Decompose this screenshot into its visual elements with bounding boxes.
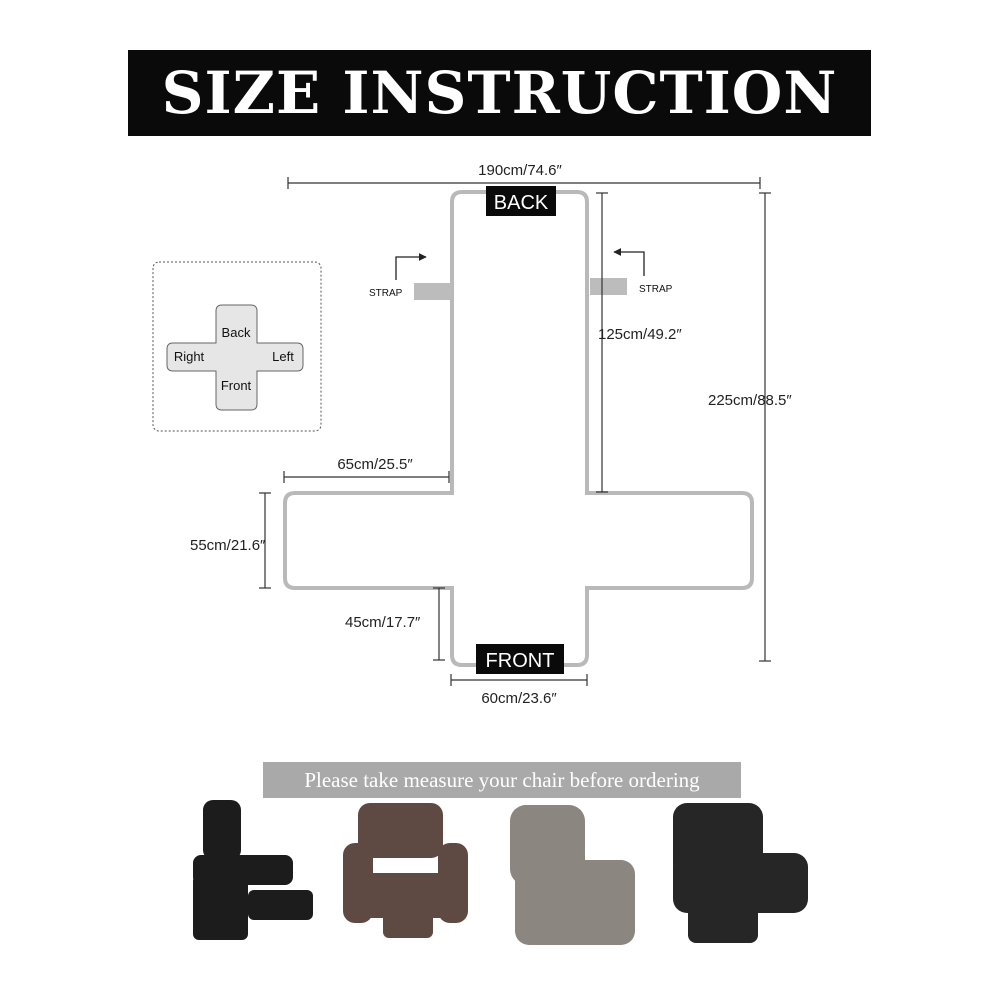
front-label: FRONT [486,650,555,672]
back-label-box [486,186,556,216]
cover-outline [283,190,754,667]
key-front: Front [221,378,252,393]
front-depth-label: 45cm/17.7″ [345,614,421,631]
strap-left-arrow [395,253,427,280]
gray-recliner-icon [510,805,635,945]
strap-right-arrow [613,248,645,276]
measure-note-bar: Please take measure your chair before or… [263,762,741,798]
dimension-lines [259,177,771,686]
strap-right [590,278,627,295]
front-width-label: 60cm/23.6″ [481,690,557,707]
brown-recliner-icon [343,803,468,938]
chair-gallery [193,800,808,945]
orientation-key-cross [166,304,304,411]
strap-right-label: STRAP [639,284,673,295]
black-leather-recliner-icon [673,803,808,943]
arm-width-label: 65cm/25.5″ [337,456,413,473]
size-diagram: BACK FRONT STRAP STRAP 190cm/74.6″ 125cm… [152,162,792,707]
strap-left [414,283,451,300]
black-recliner-icon [193,800,313,940]
banner-title: SIZE INSTRUCTION [161,59,838,127]
total-length-label: 225cm/88.5″ [708,392,792,409]
arm-depth-label: 55cm/21.6″ [190,537,266,554]
front-label-box [476,644,564,674]
orientation-key-frame [152,261,322,432]
back-label: BACK [494,192,549,214]
measure-note: Please take measure your chair before or… [304,767,700,792]
key-right: Right [174,349,205,364]
strap-left-label: STRAP [369,288,403,299]
key-back: Back [222,325,251,340]
key-left: Left [272,349,294,364]
total-width-label: 190cm/74.6″ [478,162,562,179]
title-banner: SIZE INSTRUCTION [128,50,871,136]
back-height-label: 125cm/49.2″ [598,326,682,343]
